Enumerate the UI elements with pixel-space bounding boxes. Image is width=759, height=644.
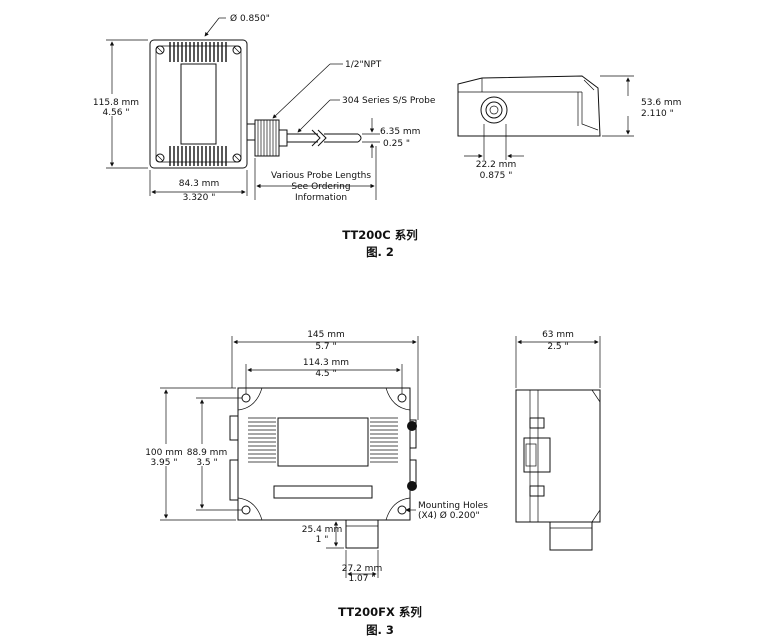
side-height-mm: 53.6 mm	[641, 98, 681, 108]
probe-length-line3: Information	[295, 193, 347, 203]
hole-width-in: 4.5 "	[315, 369, 336, 379]
conduit-height-in: 1 "	[316, 535, 329, 545]
fig2-number-caption: 图. 2	[366, 245, 394, 259]
side-height-in: 2.110 "	[641, 109, 674, 119]
width-mm: 84.3 mm	[179, 179, 219, 189]
mounting-holes-label: Mounting Holes	[418, 501, 488, 511]
probe-material-label: 304 Series S/S Probe	[342, 96, 436, 106]
depth-in: 2.5 "	[547, 342, 568, 352]
fig3-series-caption: TT200FX 系列	[338, 605, 422, 619]
figure-3: 145 mm 5.7 " 114.3 mm 4.5 " 100 mm 3.95 …	[145, 330, 601, 637]
probe-length-line1: Various Probe Lengths	[271, 171, 371, 181]
probe-length-line2: See Ordering	[291, 182, 350, 192]
conduit-width-mm: 27.2 mm	[342, 564, 382, 574]
mounting-holes-spec: (X4) Ø 0.200"	[418, 510, 480, 521]
probe-diameter-in: 0.25 "	[383, 139, 410, 149]
overall-width-mm: 145 mm	[307, 330, 345, 340]
tt200c-front-view	[149, 39, 248, 169]
port-mm: 22.2 mm	[476, 160, 516, 170]
figure-2: Ø 0.850" 1/2"NPT 304 Series S/S Probe 11…	[93, 13, 682, 259]
height-in: 4.56 "	[102, 108, 129, 118]
hole-width-mm: 114.3 mm	[303, 358, 349, 368]
diameter-label: Ø 0.850"	[230, 13, 270, 24]
depth-mm: 63 mm	[542, 330, 574, 340]
hole-height-mm: 88.9 mm	[187, 448, 227, 458]
overall-height-in: 3.95 "	[150, 458, 177, 468]
conduit-width-in: 1.07 "	[348, 574, 375, 584]
overall-height-mm: 100 mm	[145, 448, 183, 458]
tt200fx-side-view	[515, 389, 601, 551]
tt200fx-front-view	[229, 387, 417, 549]
conduit-height-mm: 25.4 mm	[302, 525, 342, 535]
tt200c-side-view	[457, 75, 601, 137]
fig2-series-caption: TT200C 系列	[342, 228, 417, 242]
probe-diameter-mm: 6.35 mm	[380, 127, 420, 137]
hole-height-in: 3.5 "	[196, 458, 217, 468]
height-mm: 115.8 mm	[93, 98, 139, 108]
port-in: 0.875 "	[480, 171, 513, 181]
overall-width-in: 5.7 "	[315, 342, 336, 352]
width-in: 3.320 "	[183, 193, 216, 203]
npt-label: 1/2"NPT	[345, 60, 382, 70]
fig3-number-caption: 图. 3	[366, 623, 394, 637]
npt-fitting-and-probe	[246, 119, 362, 157]
